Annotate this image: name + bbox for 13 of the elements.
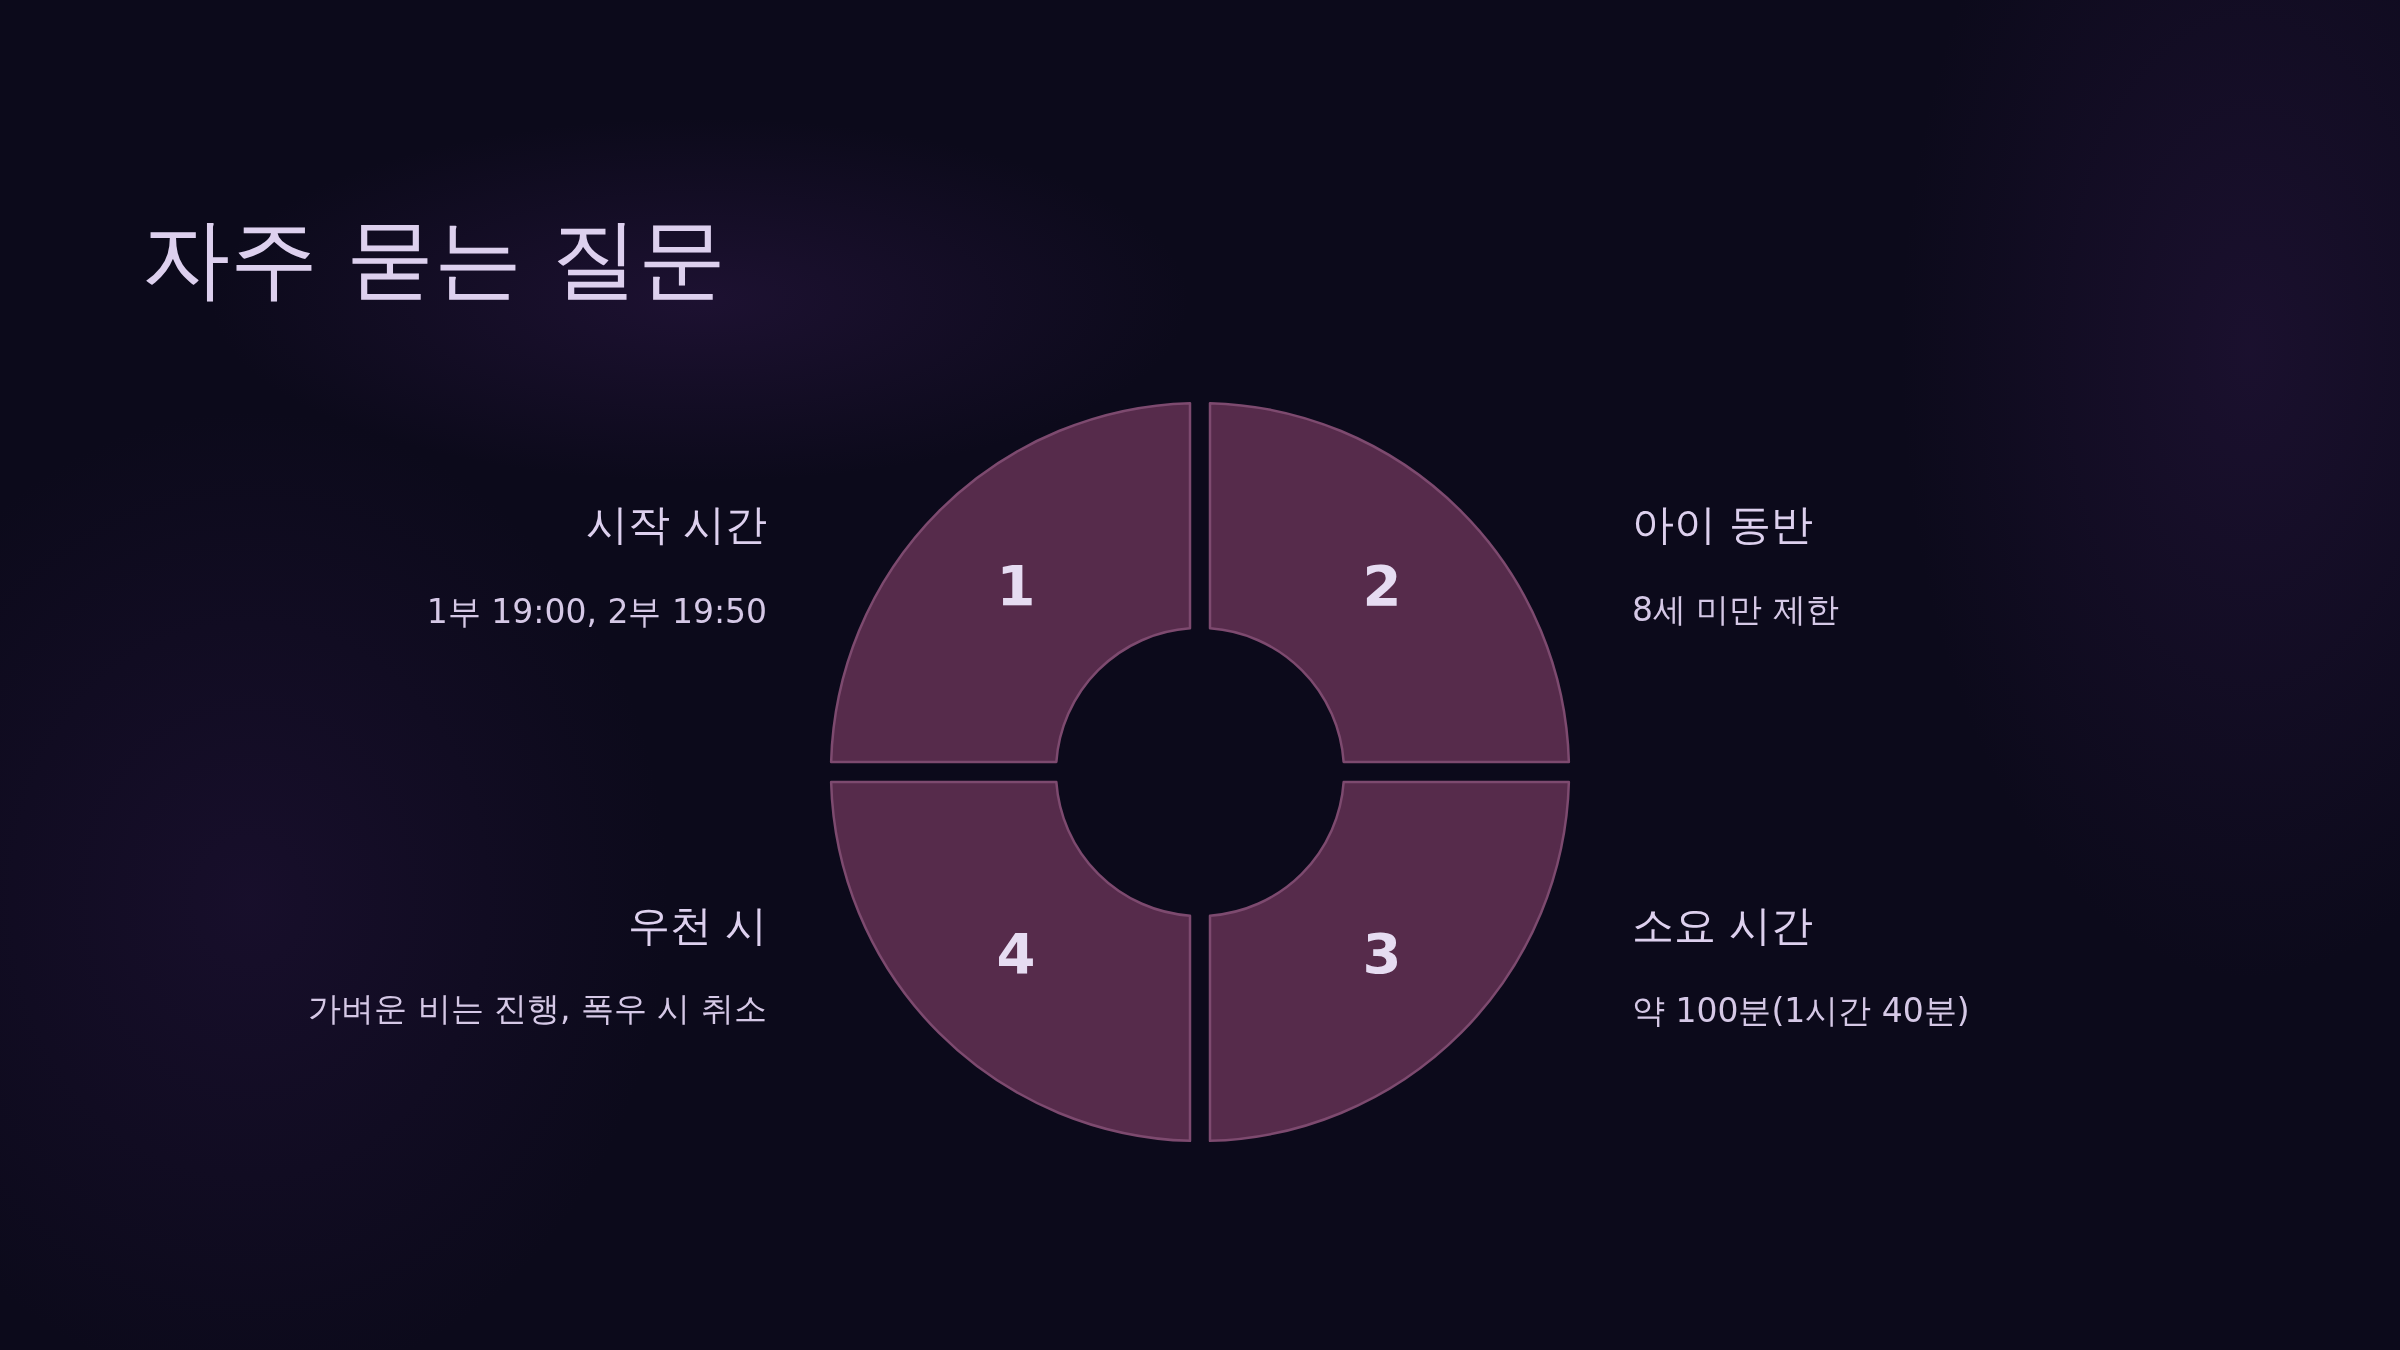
question-heading: 우천 시 xyxy=(627,905,767,947)
segment-number: 2 xyxy=(1362,558,1402,614)
segment-number: 4 xyxy=(996,926,1036,982)
answer-text: 가벼운 비는 진행, 폭우 시 취소 xyxy=(308,991,767,1025)
question-heading: 소요 시간 xyxy=(1632,905,1814,947)
answer-text: 8세 미만 제한 xyxy=(1632,592,1839,626)
answer-text: 약 100분(1시간 40분) xyxy=(1632,993,1970,1027)
segment-number: 3 xyxy=(1362,926,1402,982)
question-heading: 아이 동반 xyxy=(1632,504,1814,546)
title: 자주 묻는 질문 xyxy=(142,206,726,312)
answer-text: 1부 19:00, 2부 19:50 xyxy=(426,594,767,628)
question-heading: 시작 시간 xyxy=(585,504,767,546)
segment-number: 1 xyxy=(996,558,1036,614)
